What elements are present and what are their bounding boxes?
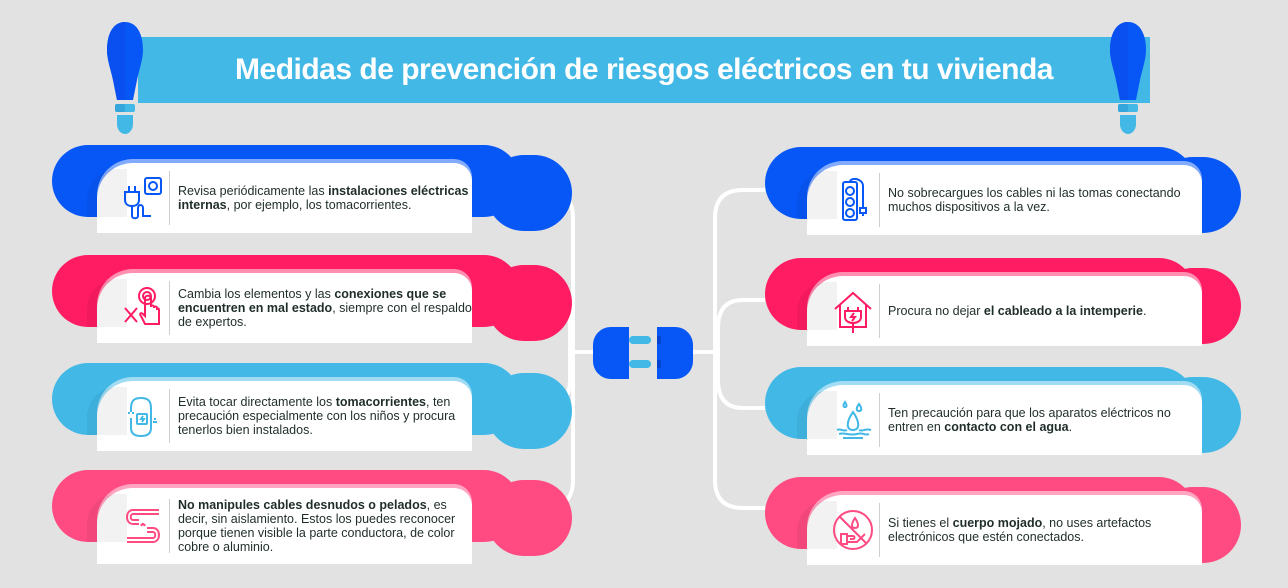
unplugged-plug-icon — [593, 327, 693, 379]
divider — [879, 393, 880, 447]
divider — [879, 503, 880, 557]
tip-card-wiring-outdoors: Procura no dejar el cableado a la intemp… — [765, 258, 1245, 346]
divider — [879, 173, 880, 227]
power-strip-icon — [842, 178, 867, 221]
page-title: Medidas de prevención de riesgos eléctri… — [235, 53, 1053, 86]
broken-cable-icon — [126, 509, 160, 543]
water-drops-icon — [836, 400, 872, 439]
tip-text: Ten precaución para que los aparatos elé… — [888, 406, 1171, 434]
tip-card-no-overload: No sobrecargues los cables ni las tomas … — [765, 147, 1245, 235]
hand-press-x-icon — [124, 287, 160, 325]
tip-card-replace-connections: Cambia los elementos y las conexiones qu… — [52, 255, 572, 343]
lightbulb-icon — [1110, 22, 1146, 134]
divider — [169, 171, 170, 225]
house-plug-icon — [834, 291, 872, 333]
tip-card-wet-body: Si tienes el cuerpo mojado, no uses arte… — [765, 477, 1245, 565]
tip-card-avoid-outlets: Evita tocar directamente los tomacorrien… — [52, 363, 572, 451]
tip-text: Procura no dejar el cableado a la intemp… — [888, 304, 1147, 318]
tip-text: Si tienes el cuerpo mojado, no uses arte… — [888, 516, 1152, 544]
divider — [169, 499, 170, 553]
divider — [169, 281, 170, 335]
divider — [169, 389, 170, 443]
lightbulb-icon — [107, 22, 143, 134]
title-banner: Medidas de prevención de riesgos eléctri… — [138, 37, 1150, 103]
tip-text: Evita tocar directamente los tomacorrien… — [177, 395, 456, 437]
divider — [879, 284, 880, 338]
tip-card-inspect-installations: Revisa periódicamente las instalaciones … — [52, 145, 572, 233]
tip-text: Revisa periódicamente las instalaciones … — [177, 184, 469, 212]
tip-card-water-contact: Ten precaución para que los aparatos elé… — [765, 367, 1245, 455]
cable-outlet-icon — [128, 396, 157, 438]
tip-text: Cambia los elementos y las conexiones qu… — [177, 287, 472, 329]
tip-card-bare-cables: No manipules cables desnudos o pelados, … — [52, 470, 572, 564]
plug-outlet-icon — [124, 177, 162, 220]
tip-text: No manipules cables desnudos o pelados, … — [177, 498, 456, 554]
tip-text: No sobrecargues los cables ni las tomas … — [888, 186, 1181, 214]
no-wet-hand-icon — [833, 510, 873, 550]
